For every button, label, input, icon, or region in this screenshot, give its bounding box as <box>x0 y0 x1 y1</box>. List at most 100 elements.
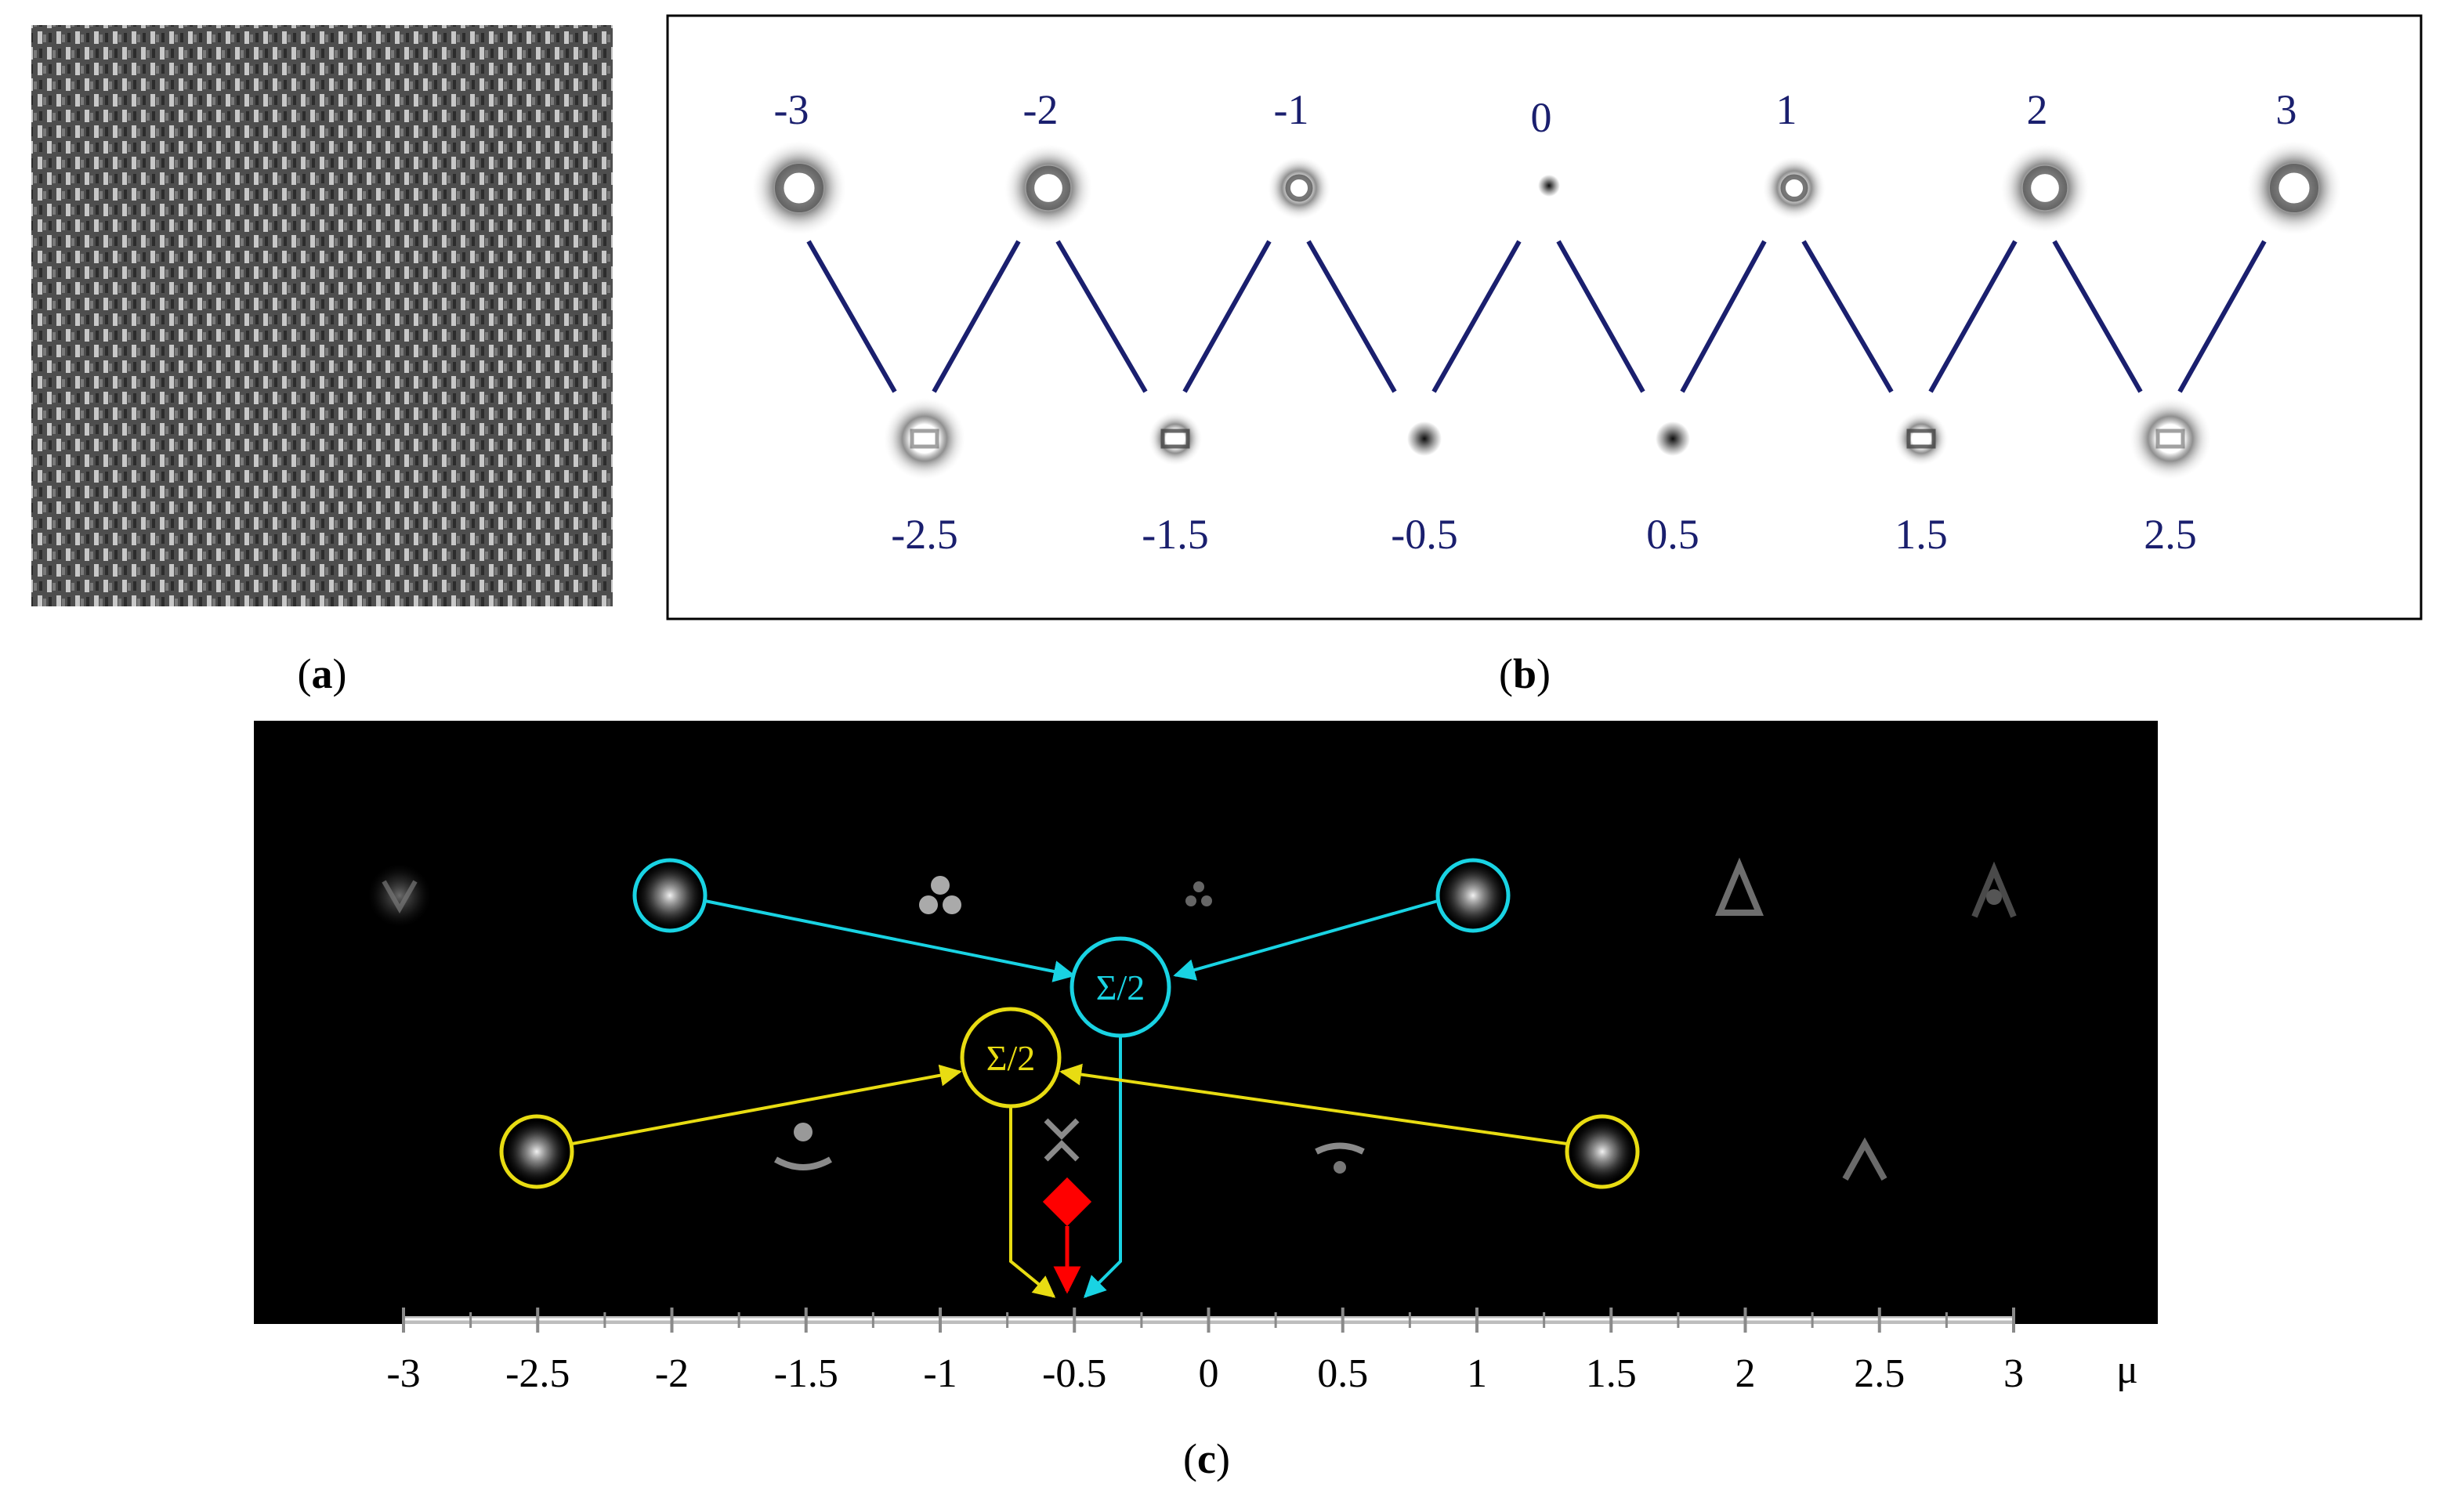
axis-tick-label: 0 <box>1199 1351 1219 1396</box>
bottom-order-label: -2.5 <box>891 511 957 558</box>
cyan-sum-node: Σ/2 <box>1069 936 1171 1038</box>
bottom-spot-2 <box>1149 412 1202 465</box>
spot-top-4 <box>1185 881 1212 906</box>
top-spot-1 <box>752 141 846 235</box>
axis-tick-label: 1.5 <box>1586 1351 1637 1396</box>
panel-b: -3 -2 -1 0 1 2 3 -2.5 -1.5 -0.5 0.5 1.5 2.5 (b) <box>666 14 2423 697</box>
cyan-arrow-left <box>704 899 1076 982</box>
axis-tick-label: -2.5 <box>505 1351 570 1396</box>
top-spot-3 <box>1268 157 1330 219</box>
yellow-selection-right <box>1565 1114 1640 1189</box>
top-order-label: -2 <box>1023 86 1059 133</box>
axis-tick-label: -1 <box>923 1351 957 1396</box>
yellow-arrows <box>571 1063 1568 1298</box>
top-spot-2 <box>1004 144 1092 232</box>
cyan-selection-left <box>632 858 708 933</box>
bottom-order-label: 2.5 <box>2144 511 2197 558</box>
top-spot-6 <box>2001 144 2089 232</box>
bottom-row-spots <box>505 1118 1887 1183</box>
connector-down-2 <box>1055 240 1148 393</box>
axis-tick-label: 1 <box>1467 1351 1487 1396</box>
yellow-arrow-down <box>1009 1097 1056 1298</box>
spot-top-5 <box>1440 863 1506 928</box>
axis-tick-label: -2 <box>655 1351 689 1396</box>
axis-unit-label: μ <box>2116 1347 2138 1392</box>
top-spot-row <box>752 141 2341 235</box>
yellow-arrow-right <box>1059 1063 1568 1145</box>
cyan-sum-label: Σ/2 <box>1096 968 1145 1007</box>
connector-up-5 <box>1928 240 2018 393</box>
bottom-spot-4 <box>1656 421 1690 456</box>
axis-tick-label: -1.5 <box>774 1351 838 1396</box>
yellow-selection-left <box>499 1114 574 1189</box>
cyan-arrow-right <box>1173 899 1439 981</box>
connector-up-2 <box>1182 240 1272 393</box>
hologram-image <box>31 25 613 606</box>
yellow-arrow-left <box>571 1064 962 1145</box>
connector-down-5 <box>1801 240 1894 393</box>
top-spot-4 <box>1538 175 1560 197</box>
bottom-order-label: -0.5 <box>1391 511 1457 558</box>
spot-top-7 <box>1971 861 2017 918</box>
spot-bottom-3 <box>1044 1118 1080 1162</box>
axis-tick-label: 0.5 <box>1317 1351 1368 1396</box>
top-order-label: -1 <box>1274 86 1309 133</box>
panel-b-letter: b <box>1513 650 1536 697</box>
spot-top-3 <box>919 876 961 914</box>
connector-up-1 <box>932 240 1021 393</box>
connector-up-3 <box>1431 240 1522 393</box>
yellow-sum-node: Σ/2 <box>960 1007 1062 1109</box>
top-order-label: 0 <box>1531 94 1552 141</box>
connector-down-1 <box>806 240 897 393</box>
bottom-order-label: 1.5 <box>1895 511 1948 558</box>
panel-c-background <box>254 721 2158 1324</box>
panel-b-caption: (b) <box>1499 650 1551 697</box>
connector-down-6 <box>2052 240 2143 393</box>
cyan-arrow-down <box>1084 1018 1122 1298</box>
connector-up-4 <box>1680 240 1767 393</box>
spot-bottom-1 <box>505 1120 568 1183</box>
bottom-order-label: -1.5 <box>1142 511 1208 558</box>
top-order-label: 2 <box>2027 86 2048 133</box>
panel-c-letter: c <box>1197 1435 1216 1482</box>
top-order-label: 3 <box>2276 86 2297 133</box>
axis-tick-label: 2 <box>1735 1351 1756 1396</box>
cyan-selection-right <box>1435 858 1511 933</box>
panel-c-caption: (c) <box>1183 1435 1230 1482</box>
connector-down-3 <box>1306 240 1397 393</box>
panel-c: Σ/2 Σ/2 -3-2.5-2-1.5-1-0.500.511.522.53 … <box>254 721 2158 1482</box>
cyan-arrows <box>704 899 1439 1298</box>
bottom-spot-5 <box>1895 412 1948 465</box>
panel-a: (a) <box>31 25 613 697</box>
bottom-order-labels: -2.5 -1.5 -0.5 0.5 1.5 2.5 <box>891 511 2196 558</box>
spot-top-2 <box>637 863 703 928</box>
bottom-spot-3 <box>1407 421 1442 456</box>
bottom-spot-row <box>884 398 2211 479</box>
spot-top-1 <box>368 864 431 927</box>
bottom-spot-1 <box>884 398 965 479</box>
panel-b-frame <box>666 14 2423 620</box>
connector-up-6 <box>2177 240 2267 393</box>
yellow-sum-label: Σ/2 <box>986 1038 1036 1078</box>
top-order-label: 1 <box>1776 86 1797 133</box>
top-spot-5 <box>1763 157 1826 219</box>
mu-axis-tick-labels: -3 -2.5 -2 -1.5 -1 -0.5 0 0.5 1 1.5 2 2.5 3 <box>386 1351 2024 1396</box>
bottom-spot-6 <box>2130 398 2211 479</box>
spot-top-6 <box>1715 857 1764 916</box>
top-order-labels: -3 -2 -1 0 1 2 3 <box>774 86 2297 141</box>
panel-a-letter: a <box>312 650 333 697</box>
zigzag-connectors <box>806 240 2267 393</box>
axis-tick-label: 3 <box>2003 1351 2024 1396</box>
axis-tick-label: -3 <box>386 1351 420 1396</box>
spot-bottom-6 <box>1842 1137 1887 1181</box>
top-spot-7 <box>2247 141 2341 235</box>
top-order-label: -3 <box>774 86 809 133</box>
spot-bottom-2 <box>774 1123 832 1170</box>
axis-tick-label: 2.5 <box>1854 1351 1905 1396</box>
mu-axis <box>402 1308 2015 1333</box>
axis-tick-label: -0.5 <box>1042 1351 1106 1396</box>
panel-a-caption: (a) <box>298 650 347 697</box>
bottom-order-label: 0.5 <box>1646 511 1699 558</box>
spot-bottom-5 <box>1571 1120 1634 1183</box>
